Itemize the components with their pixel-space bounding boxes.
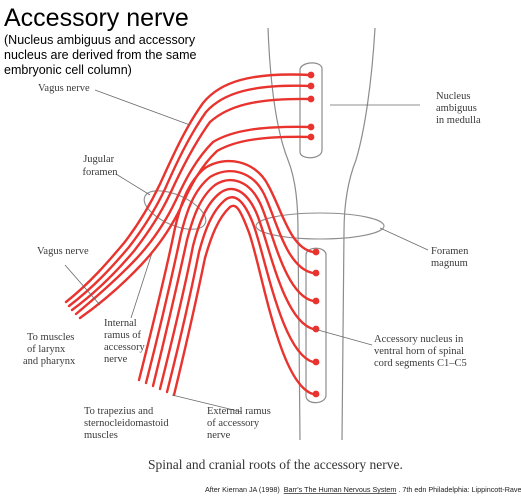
- vagus-nerve-label-2: Vagus nerve: [37, 246, 89, 257]
- neuron-dot: [307, 133, 315, 141]
- label-line: ventral horn of spinal: [374, 346, 464, 357]
- accessory-nucleus-label: Accessory nucleus in ventral horn of spi…: [374, 334, 467, 369]
- credit-suffix: . 7th edn Philadelphia: Lippincott-Raven…: [398, 485, 521, 494]
- label-line: of larynx: [27, 344, 66, 355]
- subtitle-line: (Nucleus ambiguus and accessory: [4, 33, 196, 47]
- neuron-dot: [307, 95, 315, 103]
- label-line: muscles: [84, 430, 118, 441]
- leader-line: [64, 264, 101, 306]
- medulla-right-edge: [341, 27, 376, 441]
- leader-line: [317, 329, 373, 346]
- label-line: accessory: [104, 342, 146, 353]
- neuron-dot: [307, 71, 315, 79]
- label-line: ramus of: [104, 330, 142, 341]
- label-line: Nucleus: [436, 91, 470, 102]
- neuron-dot: [312, 390, 320, 398]
- label-line: Foramen: [431, 246, 469, 257]
- vagus-fiber: [70, 97, 313, 312]
- foramen-magnum-ellipse: [255, 212, 385, 240]
- neuron-dot: [312, 325, 320, 333]
- label-line: Internal: [104, 318, 137, 329]
- label-line: and pharynx: [23, 356, 76, 367]
- leader-line: [171, 394, 243, 413]
- leader-line: [115, 173, 151, 196]
- label-line: External ramus: [207, 406, 271, 417]
- larynx-pharynx-label: To muscles of larynx and pharynx: [23, 332, 77, 367]
- label-line: nerve: [104, 354, 128, 365]
- foramen-magnum-label: Foramen magnum: [431, 246, 471, 269]
- label-line: Jugular: [83, 154, 114, 165]
- spinal-root-fiber: [158, 187, 315, 391]
- page-title: Accessory nerve: [4, 4, 189, 32]
- nerve-fibers: [64, 73, 315, 397]
- label-line: foramen: [83, 167, 119, 178]
- vagus-fiber: [67, 84, 313, 308]
- neuron-dot: [307, 82, 315, 90]
- spinal-root-fiber: [137, 159, 315, 382]
- neuron-bodies: [307, 71, 320, 398]
- spinal-root-fiber: [172, 204, 315, 397]
- page-subtitle: (Nucleus ambiguus and accessory nucleus …: [4, 33, 304, 78]
- leader-line: [94, 89, 191, 126]
- label-line: in medulla: [436, 115, 481, 126]
- medulla-left-edge: [267, 27, 301, 441]
- neuron-dot: [312, 358, 320, 366]
- cranial-root-fiber: [74, 125, 313, 316]
- credit-book-link[interactable]: Barr's The Human Nervous System: [284, 485, 397, 494]
- neuron-dot: [312, 269, 320, 277]
- neuron-dot: [312, 248, 320, 256]
- label-line: To trapezius and: [84, 406, 154, 417]
- figure-caption: Spinal and cranial roots of the accessor…: [148, 457, 403, 472]
- label-line: cord segments C1–C5: [374, 358, 467, 369]
- spinal-root-fiber: [144, 169, 315, 385]
- jugular-foramen-label: Jugular foramen: [83, 154, 119, 178]
- spinal-root-fiber: [151, 179, 315, 388]
- subtitle-line: embryonic cell column): [4, 63, 132, 77]
- internal-ramus-label: Internal ramus of accessory nerve: [104, 318, 147, 365]
- vagus-fiber: [64, 73, 313, 304]
- figure-credit: After Kiernan JA (1998) Barr's The Human…: [205, 485, 521, 494]
- spinal-root-fiber: [165, 196, 315, 394]
- neuron-dot: [307, 123, 315, 131]
- nucleus-ambiguus-outline: [299, 62, 323, 159]
- vagus-nerve-label: Vagus nerve: [38, 83, 90, 94]
- label-line: ambiguus: [436, 103, 477, 114]
- label-line: Accessory nucleus in: [374, 334, 464, 345]
- trapezius-label: To trapezius and sternocleidomastoid mus…: [84, 406, 171, 441]
- jugular-foramen-ellipse: [143, 190, 207, 230]
- label-line: of accessory: [207, 418, 260, 429]
- neuron-dot: [312, 297, 320, 305]
- subtitle-line: nucleus are derived from the same: [4, 48, 197, 62]
- nucleus-ambiguus-label: Nucleus ambiguus in medulla: [436, 91, 481, 126]
- external-ramus-label: External ramus of accessory nerve: [207, 406, 273, 441]
- accessory-nucleus-outline: [305, 247, 327, 404]
- label-line: sternocleidomastoid: [84, 418, 169, 429]
- brainstem-outline: [267, 27, 376, 441]
- leader-lines: [64, 89, 429, 413]
- credit-prefix: After Kiernan JA (1998): [205, 485, 280, 494]
- leader-line: [130, 252, 153, 319]
- leader-line: [379, 227, 429, 251]
- label-line: nerve: [207, 430, 231, 441]
- label-line: To muscles: [27, 332, 74, 343]
- label-line: magnum: [431, 258, 468, 269]
